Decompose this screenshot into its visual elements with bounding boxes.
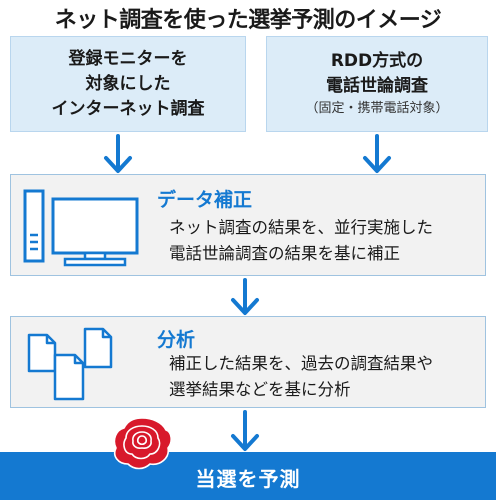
documents-icon bbox=[27, 327, 113, 401]
analysis-text-1: 補正した結果を、過去の調査結果や bbox=[169, 354, 433, 373]
data-correction-panel: データ補正 ネット調査の結果を、並行実施した 電話世論調査の結果を基に補正 bbox=[10, 174, 486, 276]
phone-survey-line-2: 電話世論調査 bbox=[326, 76, 428, 96]
internet-survey-line-1: 登録モニターを bbox=[68, 48, 188, 69]
computer-icon bbox=[23, 189, 139, 267]
data-correction-text-2: 電話世論調査の結果を基に補正 bbox=[169, 244, 400, 263]
down-arrow-icon bbox=[231, 278, 259, 315]
data-correction-text-1: ネット調査の結果を、並行実施した bbox=[169, 218, 433, 237]
data-correction-heading: データ補正 bbox=[157, 189, 253, 211]
result-bar bbox=[0, 452, 496, 500]
internet-survey-line-2: 対象にした bbox=[85, 73, 171, 94]
analysis-panel: 分析 補正した結果を、過去の調査結果や 選挙結果などを基に分析 bbox=[10, 316, 486, 408]
analysis-text-2: 選挙結果などを基に分析 bbox=[169, 380, 351, 399]
result-label: 当選を予測 bbox=[195, 467, 301, 491]
analysis-heading: 分析 bbox=[157, 329, 196, 351]
diagram-title: ネット調査を使った選挙予測のイメージ bbox=[54, 8, 442, 33]
phone-survey-line-1: RDD方式の bbox=[330, 51, 424, 71]
internet-survey-line-3: インターネット調査 bbox=[51, 98, 205, 119]
down-arrow-icon bbox=[363, 134, 391, 173]
phone-survey-note: （固定・携帯電話対象） bbox=[305, 101, 449, 116]
rose-icon bbox=[113, 417, 172, 470]
down-arrow-icon bbox=[104, 134, 132, 173]
phone-survey-box: RDD方式の 電話世論調査 （固定・携帯電話対象） bbox=[266, 36, 488, 132]
internet-survey-box: 登録モニターを 対象にした インターネット調査 bbox=[10, 36, 246, 132]
down-arrow-icon bbox=[231, 410, 259, 451]
